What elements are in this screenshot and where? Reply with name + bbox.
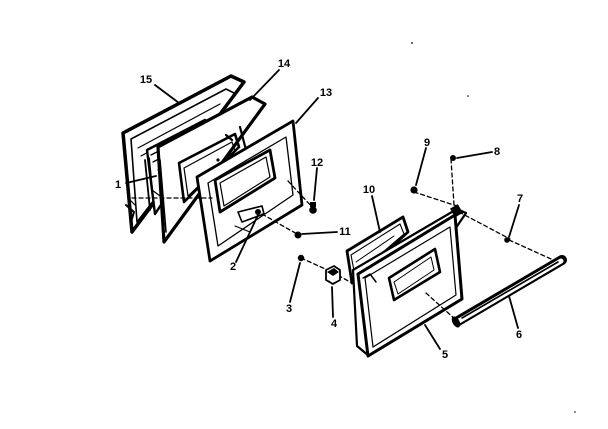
callout-7: 7 [517,193,523,205]
part-9-screw [410,186,418,194]
callout-8: 8 [494,146,500,158]
callout-4: 4 [331,318,338,330]
part-6-handle [451,255,567,328]
callout-12: 12 [311,157,323,169]
part-11-screw [294,231,302,239]
callout-labels: 1 2 3 4 5 6 7 8 9 10 11 12 13 14 15 [115,58,523,361]
right-assembly-lines [300,158,561,321]
callout-13: 13 [320,87,332,99]
callout-5: 5 [442,349,448,361]
scan-specks [411,42,576,413]
left-assembly-lines [131,180,314,235]
callout-10: 10 [363,184,375,196]
part-4-spacer [325,265,341,285]
part-13-window-frame [195,119,304,263]
callout-14: 14 [278,58,291,70]
part-12-screw [309,202,317,214]
leader-lines [125,69,520,350]
callout-1: 1 [115,179,121,191]
callout-11: 11 [339,226,351,238]
part-3-screw [297,254,305,262]
part-7-screw [504,237,510,243]
callout-2: 2 [230,261,236,273]
callout-15: 15 [140,74,152,86]
callout-6: 6 [516,329,522,341]
callout-3: 3 [286,303,292,315]
part-5-outer-door [351,204,468,358]
callout-9: 9 [424,137,430,149]
part-8-screw [450,155,456,161]
